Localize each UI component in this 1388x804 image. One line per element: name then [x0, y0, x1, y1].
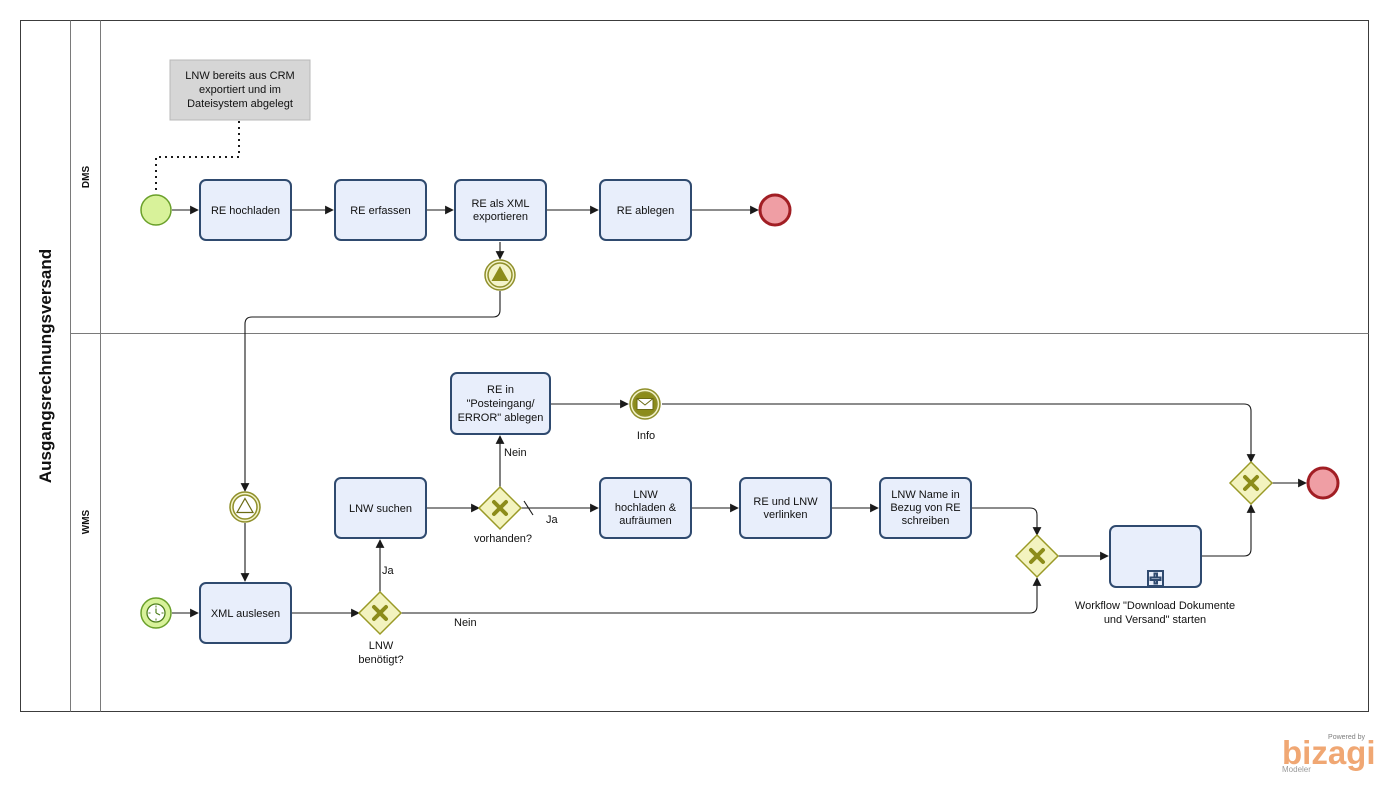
exclusive-x-icon [1029, 548, 1045, 564]
task-xml-auslesen[interactable]: XML auslesen [199, 582, 292, 644]
text-line: LNW suchen [349, 503, 412, 515]
gateway-lnw-benoetigt-label: LNW benötigt? [358, 640, 403, 666]
flow-signal-throw-to-catch [240, 291, 501, 492]
lane-title-wms: WMS [81, 509, 92, 534]
subprocess-label: Workflow "Download Dokumente und Versand"… [1075, 600, 1235, 626]
text-line: ERROR" ablegen [458, 412, 544, 424]
task-label: RE erfassen [350, 205, 411, 217]
exclusive-x-icon [1243, 475, 1259, 491]
text-line: RE und LNW [753, 496, 818, 508]
task-label: RE hochladen [211, 205, 280, 217]
gateway-merge[interactable] [1014, 533, 1060, 579]
message-event-label: Info [637, 430, 655, 442]
end-event-dms[interactable] [758, 193, 792, 227]
association-line [155, 121, 240, 194]
task-re-posteingang-ablegen[interactable]: RE in "Posteingang/ERROR" ablegen [450, 372, 551, 435]
flow-subprocess-to-final-merge [1201, 504, 1256, 557]
signal-catch-event[interactable] [229, 491, 261, 523]
flow-gateway-nein-to-merge [401, 577, 1042, 614]
flow-lnw-name-to-merge [971, 507, 1042, 536]
text-line: XML auslesen [211, 608, 280, 620]
text-line: LNW [369, 640, 394, 652]
text-line: RE hochladen [211, 205, 280, 217]
flow-label-nein-up: Nein [504, 447, 527, 459]
text-line: benötigt? [358, 654, 403, 666]
flow-label-nein-right: Nein [454, 617, 477, 629]
gateway-vorhanden-label: vorhanden? [474, 533, 532, 545]
task-re-erfassen[interactable]: RE erfassen [334, 179, 427, 241]
logo-product: Modeler [1282, 765, 1311, 774]
exclusive-x-icon [492, 500, 508, 516]
text-line: RE als XML [471, 198, 529, 210]
text-line: RE erfassen [350, 205, 411, 217]
gateway-lnw-benoetigt[interactable] [357, 590, 403, 636]
task-re-hochladen[interactable]: RE hochladen [199, 179, 292, 241]
gateway-final-merge[interactable] [1228, 460, 1274, 506]
envelope-icon [636, 398, 654, 410]
pool: Ausgangsrechnungsversand DMS WMS [20, 20, 1369, 712]
lane-title-dms: DMS [81, 166, 92, 189]
task-re-ablegen[interactable]: RE ablegen [599, 179, 692, 241]
text-line: LNW bereits aus CRM [185, 70, 294, 82]
message-event[interactable] [629, 388, 661, 420]
text-line: Info [637, 430, 655, 442]
text-line: und Versand" starten [1104, 614, 1206, 626]
logo-powered-by: Powered by [1328, 734, 1365, 741]
text-line: exportiert und im [199, 84, 281, 96]
sequence-flows [172, 205, 1307, 618]
text-line: aufräumen [619, 515, 672, 527]
subprocess-download-versand[interactable] [1109, 525, 1202, 588]
bizagi-logo: Powered by bizagi Modeler [1282, 734, 1376, 774]
exclusive-x-icon [372, 605, 388, 621]
text-line: RE in [487, 384, 514, 396]
flow-label-ja-up: Ja [382, 565, 395, 577]
text-line: Bezug von RE [890, 502, 960, 514]
pool-border [20, 20, 1369, 712]
task-label: RE in "Posteingang/ERROR" ablegen [458, 384, 544, 424]
text-line: Dateisystem abgelegt [187, 98, 293, 110]
end-event-wms[interactable] [1306, 466, 1340, 500]
logo-wordmark: bizagi [1282, 734, 1376, 771]
task-label: LNW suchen [349, 503, 412, 515]
clock-icon [146, 603, 166, 623]
text-line: Workflow "Download Dokumente [1075, 600, 1235, 612]
pool-title: Ausgangsrechnungsversand [36, 249, 55, 483]
annotation-text: LNW bereits aus CRM exportiert und im Date… [185, 70, 294, 110]
text-line: "Posteingang/ [466, 398, 535, 410]
text-line: exportieren [473, 211, 528, 223]
text-line: vorhanden? [474, 533, 532, 545]
subprocess-plus-icon [1147, 570, 1164, 587]
text-line: verlinken [763, 509, 807, 521]
text-line: LNW [633, 489, 658, 501]
task-label: RE ablegen [617, 205, 675, 217]
annotation-box [169, 59, 311, 121]
flow-label-ja-right: Ja [546, 514, 559, 526]
default-flow-tick [523, 500, 534, 516]
text-line: RE ablegen [617, 205, 675, 217]
text-line: LNW Name in [891, 489, 959, 501]
text-annotation[interactable]: LNW bereits aus CRM exportiert und im Date… [169, 59, 311, 121]
signal-outline-icon [235, 497, 255, 514]
gateway-vorhanden[interactable] [477, 485, 523, 531]
signal-icon [491, 266, 509, 281]
timer-start-event[interactable] [140, 597, 172, 629]
flow-message-to-final-merge [662, 403, 1256, 463]
signal-throw-event[interactable] [484, 259, 516, 291]
task-lnw-suchen[interactable]: LNW suchen [334, 477, 427, 539]
start-event-dms[interactable] [140, 194, 172, 226]
text-line: schreiben [902, 515, 950, 527]
text-line: hochladen & [615, 502, 677, 514]
task-label: XML auslesen [211, 608, 280, 620]
